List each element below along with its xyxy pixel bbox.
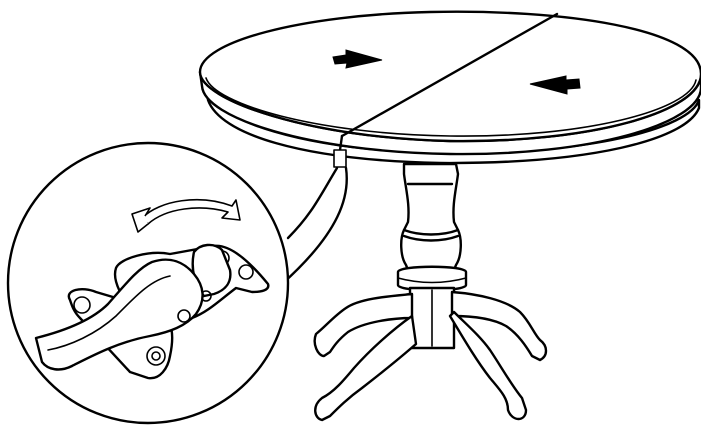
screw-2 xyxy=(147,347,165,365)
callout-connector xyxy=(288,168,337,238)
table xyxy=(200,12,701,420)
screw-1 xyxy=(74,297,90,313)
detail-callout xyxy=(8,143,347,423)
pedestal-collar xyxy=(398,267,466,291)
screw-4 xyxy=(239,265,253,279)
seam-latch xyxy=(334,150,346,167)
pedestal-column xyxy=(401,164,461,275)
